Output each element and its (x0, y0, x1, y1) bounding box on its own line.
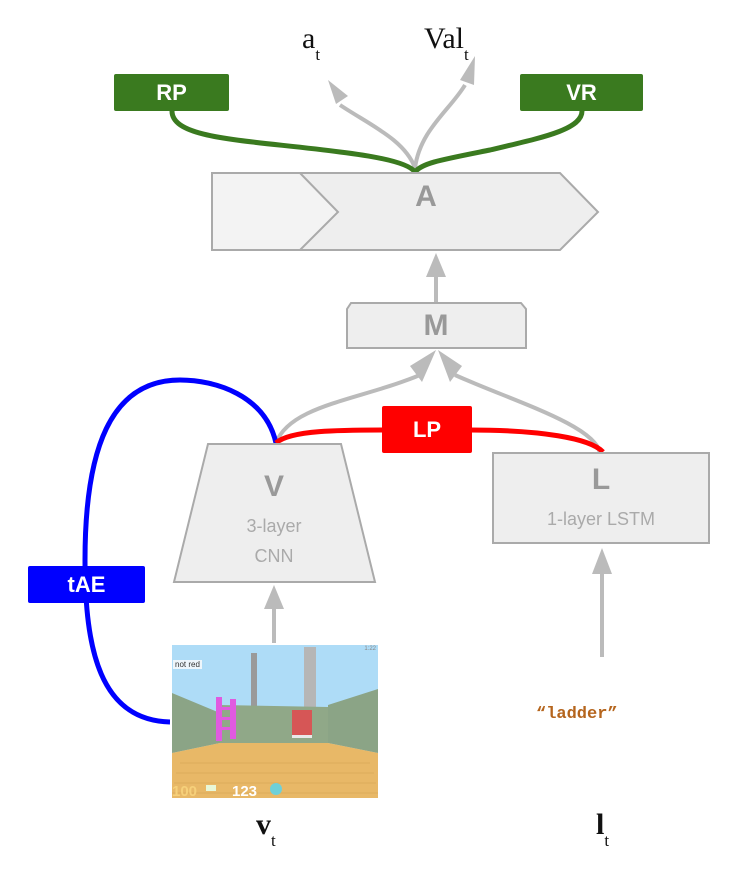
visual-symbol: v (256, 808, 271, 841)
vision-module-desc-2: CNN (254, 546, 294, 566)
visual-input-frame: not red 1:22 100 123 (170, 643, 380, 800)
arrowhead-m-to-a (426, 253, 446, 277)
action-output-label: at (302, 22, 320, 65)
mixing-module-label: M (423, 309, 449, 342)
vr-label: VR (566, 79, 597, 105)
rp-connection (169, 110, 418, 174)
lp-tag: LP (382, 406, 472, 453)
language-module-desc: 1-layer LSTM (546, 509, 656, 529)
arrow-v-to-m (274, 373, 421, 444)
tae-connection (82, 377, 279, 725)
vision-module-desc-1: 3-layer (246, 516, 302, 536)
tae-label: tAE (67, 571, 106, 597)
game-score: 123 (232, 783, 258, 800)
action-subscript: t (315, 45, 321, 64)
action-module-label: A (415, 180, 437, 213)
vr-connection (413, 110, 585, 174)
visual-subscript: t (271, 831, 276, 850)
value-output-label: Valt (424, 22, 469, 65)
arrowhead-instruction-to-l (592, 548, 612, 574)
game-scene (170, 643, 380, 800)
visual-input-label: vt (256, 808, 276, 851)
arrow-l-to-m (454, 373, 602, 454)
arrowhead-action (328, 80, 348, 104)
value-symbol: Val (424, 22, 464, 55)
tae-tag: tAE (28, 566, 145, 603)
language-module-shape (492, 452, 710, 544)
language-input-label: lt (596, 808, 609, 851)
mixing-module-shape (346, 302, 527, 349)
game-health: 100 (172, 783, 198, 800)
arrowhead-v-to-m (410, 350, 436, 382)
vision-module-shape (172, 443, 377, 583)
vr-tag: VR (520, 74, 643, 111)
game-overlay-text: not red (173, 660, 202, 669)
action-symbol: a (302, 22, 316, 55)
language-symbol: l (596, 808, 605, 841)
rp-label: RP (156, 79, 187, 105)
language-subscript: t (604, 831, 610, 850)
arrowhead-frame-to-v (264, 585, 284, 609)
language-instruction: “ladder” (536, 705, 618, 724)
action-module-prev-step (211, 172, 340, 251)
arrow-a-to-value (413, 83, 467, 169)
lp-label: LP (412, 416, 442, 442)
arrow-a-to-action (338, 103, 417, 169)
game-clock: 1:22 (364, 646, 376, 652)
vision-module-label: V (263, 470, 284, 503)
arrowhead-l-to-m (438, 350, 462, 382)
rp-tag: RP (114, 74, 229, 111)
arrowhead-value (460, 56, 475, 85)
value-subscript: t (464, 45, 469, 64)
language-module-label: L (591, 463, 611, 496)
